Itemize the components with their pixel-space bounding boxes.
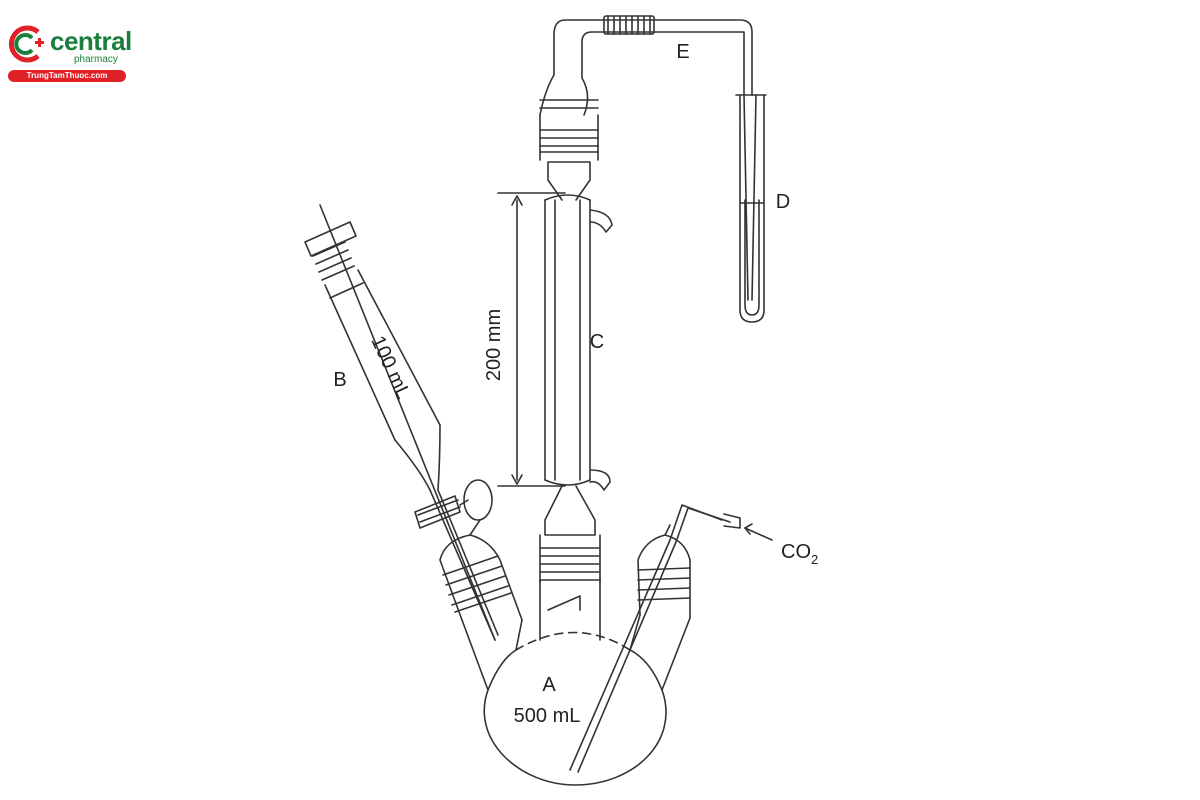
label-gas-main: CO — [781, 541, 811, 563]
label-flask-volume: 500 mL — [514, 705, 581, 727]
central-pharmacy-logo: central pharmacy TrungTamThuoc.com — [8, 20, 138, 85]
label-c: C — [590, 331, 604, 353]
logo-sub: pharmacy — [74, 54, 118, 65]
gas-inlet-tube — [569, 504, 773, 773]
label-e: E — [676, 41, 689, 63]
logo-brand: central — [50, 26, 132, 56]
condenser — [539, 19, 753, 583]
left-neck-joint — [439, 519, 523, 621]
label-gas-subscript: 2 — [811, 552, 818, 567]
label-condenser-length: 200 mm — [483, 309, 505, 381]
label-d: D — [776, 191, 790, 213]
round-bottom-flask — [461, 579, 691, 786]
dimension-arrow — [497, 192, 566, 487]
logo-url: TrungTamThuoc.com — [8, 70, 126, 82]
connecting-tube — [603, 15, 655, 35]
label-gas: CO2 — [781, 541, 818, 567]
test-tube — [735, 94, 767, 323]
label-b: B — [333, 369, 346, 391]
dropping-funnel — [304, 204, 499, 641]
logo-c-icon — [8, 25, 44, 63]
label-a: A — [542, 674, 556, 696]
